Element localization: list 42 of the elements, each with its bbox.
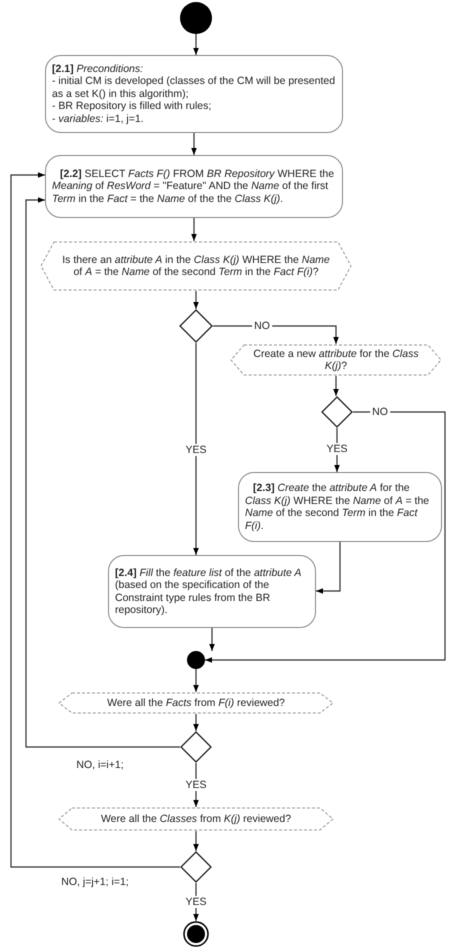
edge-label: YES [184, 779, 208, 791]
decision-hexagon [230, 344, 442, 376]
edge-label: YES [184, 896, 208, 908]
arrow [193, 831, 199, 851]
edge-label: NO [252, 320, 272, 332]
arrow [213, 325, 339, 344]
arrow [209, 628, 215, 651]
node-text: [2.4] Fill the feature list of the attribute A (based on the specification of the Constraint type rules from the BR repository). [115, 566, 302, 616]
arrow [191, 218, 197, 241]
node-text: [2.1] Preconditions: [52, 62, 144, 76]
node-text: Were all the Classes from K(j) reviewed? [100, 812, 292, 826]
decision-hexagon [58, 807, 334, 831]
arrow [205, 411, 446, 663]
edge-label: YES [324, 443, 350, 455]
arrow [25, 197, 180, 748]
decision-hexagon [40, 241, 352, 291]
node-text: Were all the Facts from F(i) reviewed? [107, 696, 285, 710]
node-text: - variables: i=1, j=1. [52, 112, 145, 126]
arrow [316, 542, 341, 594]
arrow [333, 376, 339, 396]
node-text: Is there an attribute A in the Class K(j) WHERE the Name of A = the Name of the second Term in the Fact F(i)? [61, 254, 331, 278]
arrow [193, 343, 199, 555]
node-text: Create a new attribute for the Class K(j)? [252, 348, 420, 372]
arrow [193, 291, 199, 309]
node-text: [2.2] SELECT Facts F() FROM BR Repository WHERE the Meaning of ResWord = "Feature" AND the Name of the first Term in the Fact = the Name of the the Class K(j). [52, 168, 336, 206]
node-text: - initial CM is developed (classes of the CM will be presented as a set K() in this algorithm); [52, 75, 336, 100]
node-text: [2.3] Create the attribute A for the Class K(j) WHERE the Name of A = the Name of the second Term in the Fact F(i). [245, 482, 430, 532]
edge-label: YES [184, 444, 208, 456]
action-box [238, 472, 442, 542]
action-box [45, 55, 343, 133]
arrow [193, 714, 199, 731]
arrow [191, 133, 197, 155]
action-box [45, 155, 343, 218]
arrow [193, 669, 199, 692]
arrow [10, 172, 180, 868]
action-box [108, 555, 316, 628]
edge-label: NO, i=i+1; [74, 759, 126, 771]
arrow [193, 34, 199, 55]
edge-label: NO, j=j+1; i=1; [59, 876, 131, 888]
decision-hexagon [58, 692, 334, 714]
node-text: - BR Repository is filled with rules; [52, 100, 212, 113]
edge-label: NO [370, 406, 390, 418]
